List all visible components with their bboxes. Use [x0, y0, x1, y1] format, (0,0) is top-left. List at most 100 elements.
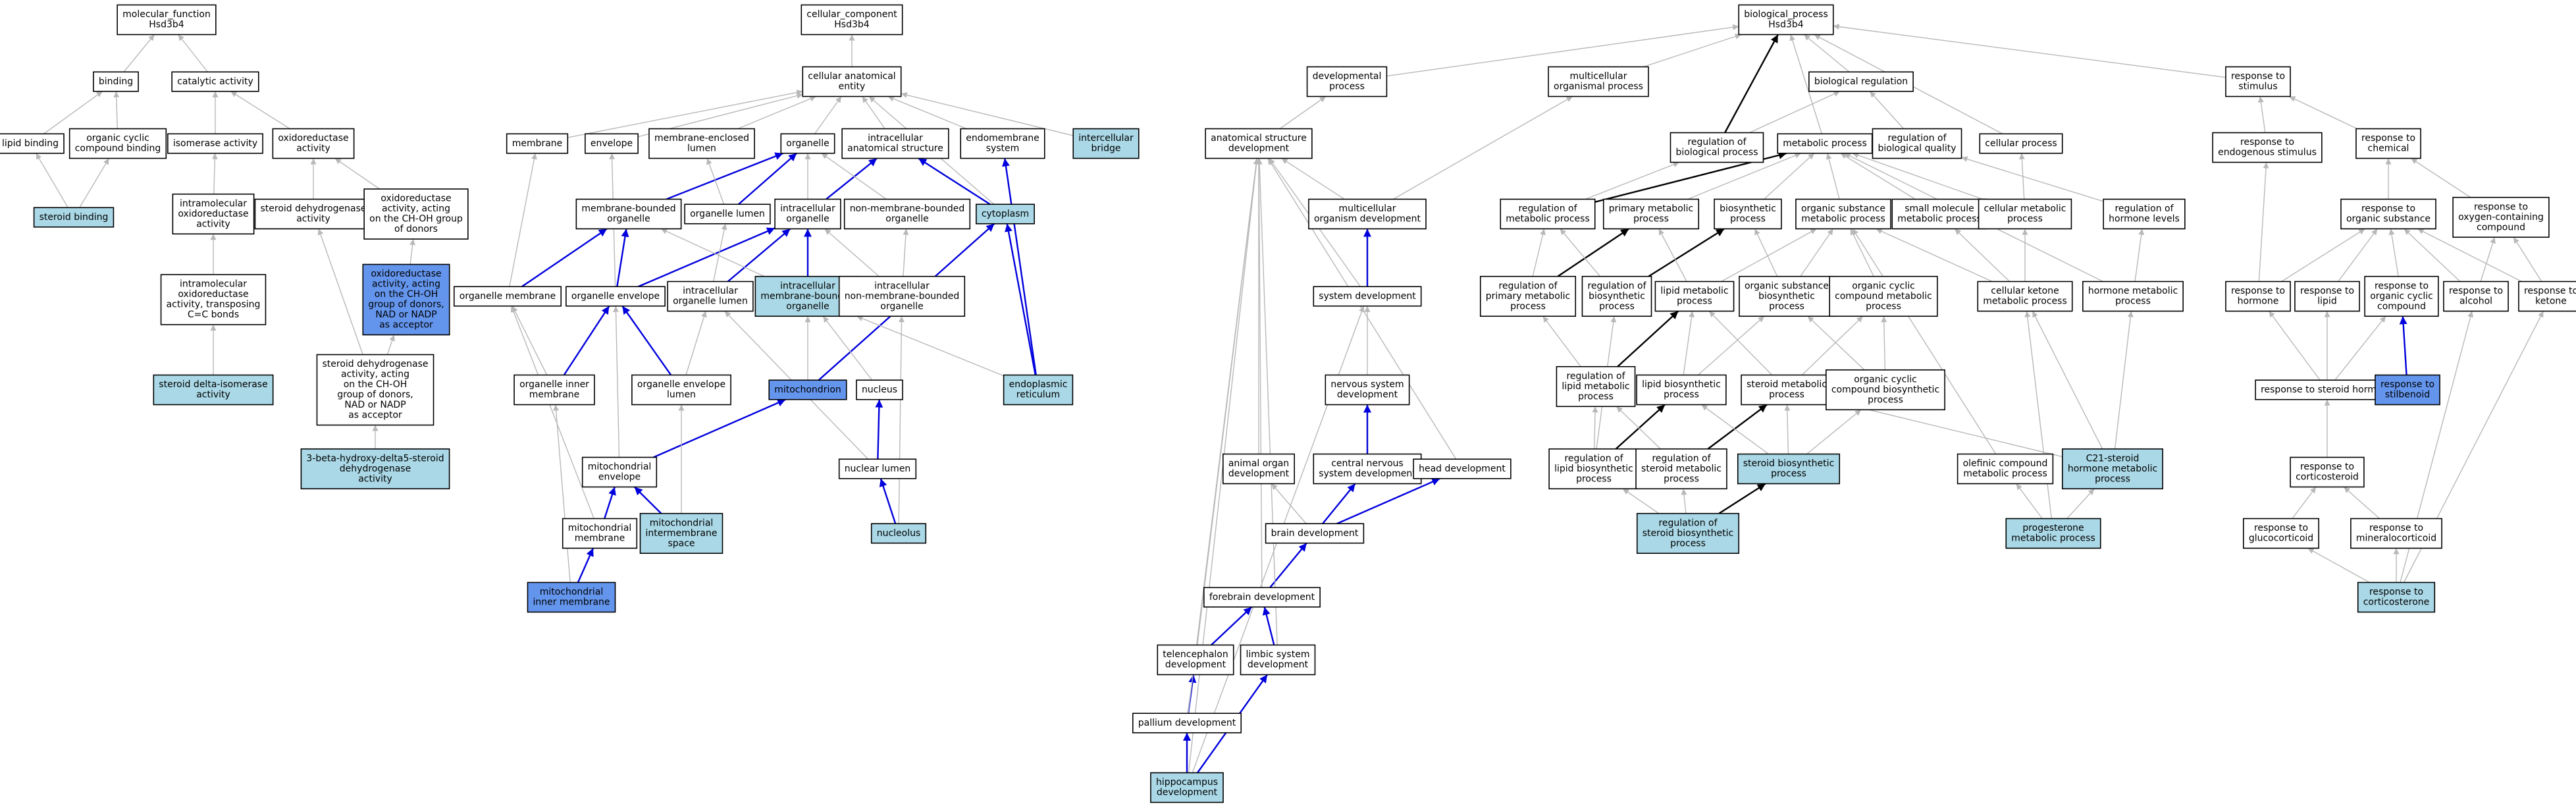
- node-orgmem[interactable]: organelle membrane: [453, 286, 562, 307]
- node-sysdev[interactable]: system development: [1313, 286, 1422, 307]
- node-nuclumen[interactable]: nuclear lumen: [838, 458, 917, 479]
- node-cellproc[interactable]: cellular process: [1979, 133, 2063, 154]
- node-nucleolus[interactable]: nucleolus: [870, 523, 927, 544]
- node-orglumen[interactable]: organelle lumen: [684, 203, 771, 225]
- node-forebrain[interactable]: forebrain development: [1203, 587, 1321, 608]
- node-betahsd[interactable]: 3-beta-hydroxy-delta5-steroiddehydrogena…: [300, 448, 450, 490]
- node-binding[interactable]: binding: [93, 71, 139, 92]
- node-metproc[interactable]: metabolic process: [1777, 133, 1873, 154]
- node-catalytic[interactable]: catalytic activity: [171, 71, 259, 92]
- node-cytoplasm[interactable]: cytoplasm: [976, 203, 1035, 225]
- node-steroidbind[interactable]: steroid binding: [33, 207, 115, 228]
- node-organelle[interactable]: organelle: [780, 133, 835, 154]
- node-membrane[interactable]: membrane: [506, 133, 569, 154]
- node-mito[interactable]: mitochondrion: [768, 379, 847, 400]
- node-isomerase[interactable]: isomerase activity: [167, 133, 263, 154]
- node-lipidbind[interactable]: lipid binding: [0, 133, 65, 154]
- node-nucleus[interactable]: nucleus: [856, 379, 903, 400]
- node-headdev[interactable]: head development: [1413, 458, 1511, 479]
- node-icnonmembound[interactable]: intracellularnon-membrane-boundedorganel…: [838, 275, 966, 317]
- node-pallium[interactable]: pallium development: [1132, 713, 1242, 734]
- node-braindev[interactable]: brain development: [1265, 523, 1365, 544]
- node-orgenv[interactable]: organelle envelope: [565, 286, 666, 307]
- node-envelope[interactable]: envelope: [585, 133, 639, 154]
